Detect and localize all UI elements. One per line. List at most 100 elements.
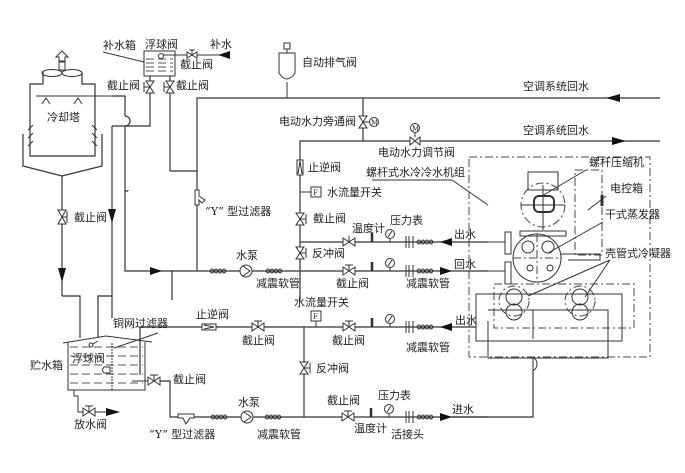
pressure-gauge-lower-outlet xyxy=(385,314,395,327)
pressure-gauge-upper-return xyxy=(385,258,395,271)
ac-return-2-label: 空调系统回水 xyxy=(523,123,589,137)
pump-upper-label: 水泵 xyxy=(236,249,258,262)
union-upper-return xyxy=(405,265,414,277)
regulating-valve-label: 电动水力调节阀 xyxy=(378,145,455,159)
stop-valve-tower-out[interactable] xyxy=(57,209,68,225)
flex-hose-icon xyxy=(416,414,434,420)
thermometer-upper-label: 温度计 xyxy=(352,221,385,235)
auto-vent-label: 自动排气阀 xyxy=(302,55,357,69)
stop-valve-makeup-label: 截止阀 xyxy=(180,57,213,71)
flow-arrow-icon xyxy=(440,238,452,246)
flex-hose-icon xyxy=(416,268,434,274)
union-lower xyxy=(405,411,414,423)
flow-arrow-icon xyxy=(606,94,620,102)
storage-tank xyxy=(62,332,159,413)
storage-tank-label: 贮水箱 xyxy=(30,358,63,372)
pump-upper[interactable] xyxy=(239,264,253,278)
pump-lower[interactable] xyxy=(240,410,254,424)
flex-upper-right-label: 减震软管 xyxy=(406,276,450,290)
flow-switch-upper-label: 水流量开关 xyxy=(327,185,382,199)
flow-arrow-icon xyxy=(612,137,626,145)
stop-valve-tank-label: 截止阀 xyxy=(173,372,206,386)
y-filter-lower-label: “Y” 型过滤器 xyxy=(149,427,215,441)
y-filter-upper xyxy=(194,189,206,206)
y-filter-lower xyxy=(177,413,195,425)
flex-hose-icon xyxy=(416,239,434,245)
backflush-lower-label: 反冲阀 xyxy=(316,361,349,375)
chiller-unit xyxy=(468,156,651,370)
flow-arrow-icon xyxy=(108,209,116,223)
cooling-tower: 冷却塔 xyxy=(22,50,125,215)
flow-switch-upper: F xyxy=(310,186,322,198)
union-upper-outlet xyxy=(405,236,414,248)
flow-arrow-icon xyxy=(440,323,452,331)
makeup-water-tank xyxy=(102,50,230,77)
flow-switch-icon: F xyxy=(313,313,318,321)
auto-vent-valve[interactable] xyxy=(278,42,296,98)
union-lower-outlet xyxy=(405,321,414,333)
flex-upper-left-label: 减震软管 xyxy=(256,276,300,290)
stop-valve-upper-v-label: 截止阀 xyxy=(313,211,346,225)
flow-arrow-icon xyxy=(58,268,66,282)
stop-valve-tl2[interactable] xyxy=(163,80,175,94)
stop-valve-tl1[interactable] xyxy=(143,80,155,94)
backflush-valve-upper[interactable] xyxy=(295,246,307,260)
stop-valve-lower-1[interactable] xyxy=(251,320,265,332)
check-valve-upper-label: 止逆阀 xyxy=(308,160,341,174)
motor-icon: M xyxy=(371,119,378,127)
ac-return-1-label: 空调系统回水 xyxy=(523,79,589,93)
flow-switch-icon: F xyxy=(313,189,318,197)
bypass-valve[interactable]: M xyxy=(358,115,379,129)
fan-icon xyxy=(41,50,83,77)
copper-filter-label: 铜网过滤器 xyxy=(113,316,168,330)
check-valve-lower[interactable] xyxy=(201,323,217,331)
stop-valve-upper-h-label: 截止阀 xyxy=(336,276,369,290)
shell-tube-condenser-label: 壳管式冷凝器 xyxy=(605,246,671,260)
stop-valve-lower-2[interactable] xyxy=(342,320,356,332)
check-valve-lower-label: 止逆阀 xyxy=(196,307,229,321)
cooling-tower-label: 冷却塔 xyxy=(47,111,80,124)
flex-hose-icon xyxy=(210,414,228,420)
thermometer-lower-label: 温度计 xyxy=(354,421,387,435)
stop-valve-tl2-label: 截止阀 xyxy=(176,78,209,92)
return-upper-label: 回水 xyxy=(454,258,476,271)
flex-lower-right-label: 减震软管 xyxy=(406,340,450,354)
stop-valve-tower-out-label: 截止阀 xyxy=(74,210,107,224)
inlet-lower-label: 进水 xyxy=(452,403,474,416)
float-valve-top-label: 浮球阀 xyxy=(145,37,178,51)
backflush-valve-lower[interactable] xyxy=(299,361,311,375)
stop-valve-upper-h[interactable] xyxy=(342,264,356,276)
flow-arrow-icon xyxy=(440,413,452,421)
flow-arrow-icon xyxy=(218,51,230,59)
flex-hose-icon xyxy=(209,268,227,274)
pump-lower-label: 水泵 xyxy=(238,396,260,409)
dry-evaporator-label: 干式蒸发器 xyxy=(605,207,660,221)
stop-valve-lower-3[interactable] xyxy=(341,410,355,422)
chiller-unit-label: 螺杆式水冷冷水机组 xyxy=(366,165,465,179)
stop-valve-lower-2-label: 截止阀 xyxy=(332,333,365,347)
pressure-gauge-upper-label: 压力表 xyxy=(390,213,423,227)
stop-valve-lower-3-label: 截止阀 xyxy=(327,393,360,407)
check-valve-upper[interactable] xyxy=(296,159,304,176)
flex-hose-icon xyxy=(416,324,434,330)
stop-valve-lower-1-label: 截止阀 xyxy=(242,333,275,347)
flow-arrow-icon xyxy=(106,408,120,416)
bypass-valve-label: 电动水力旁通阀 xyxy=(279,114,356,128)
drain-valve-label: 放水阀 xyxy=(74,417,107,431)
stop-valve-upper-outlet[interactable] xyxy=(342,236,356,247)
stop-valve-tl1-label: 截止阀 xyxy=(107,78,140,92)
flow-switch-lower: F xyxy=(310,310,322,322)
regulating-valve[interactable]: M xyxy=(409,123,421,147)
union-label: 活接头 xyxy=(391,428,424,441)
drain-valve[interactable] xyxy=(82,405,96,417)
makeup-water-label: 补水 xyxy=(210,38,232,51)
stop-valve-upper-v[interactable] xyxy=(295,212,307,226)
stop-valve-makeup[interactable] xyxy=(186,49,198,59)
control-box-label: 电控箱 xyxy=(610,181,643,195)
flex-lower-left-label: 减震软管 xyxy=(257,427,301,441)
stop-valve-tank[interactable] xyxy=(147,374,161,386)
flex-hose-icon xyxy=(265,268,283,274)
outlet-upper-label: 出水 xyxy=(454,227,476,241)
flow-arrow-icon xyxy=(440,267,452,275)
